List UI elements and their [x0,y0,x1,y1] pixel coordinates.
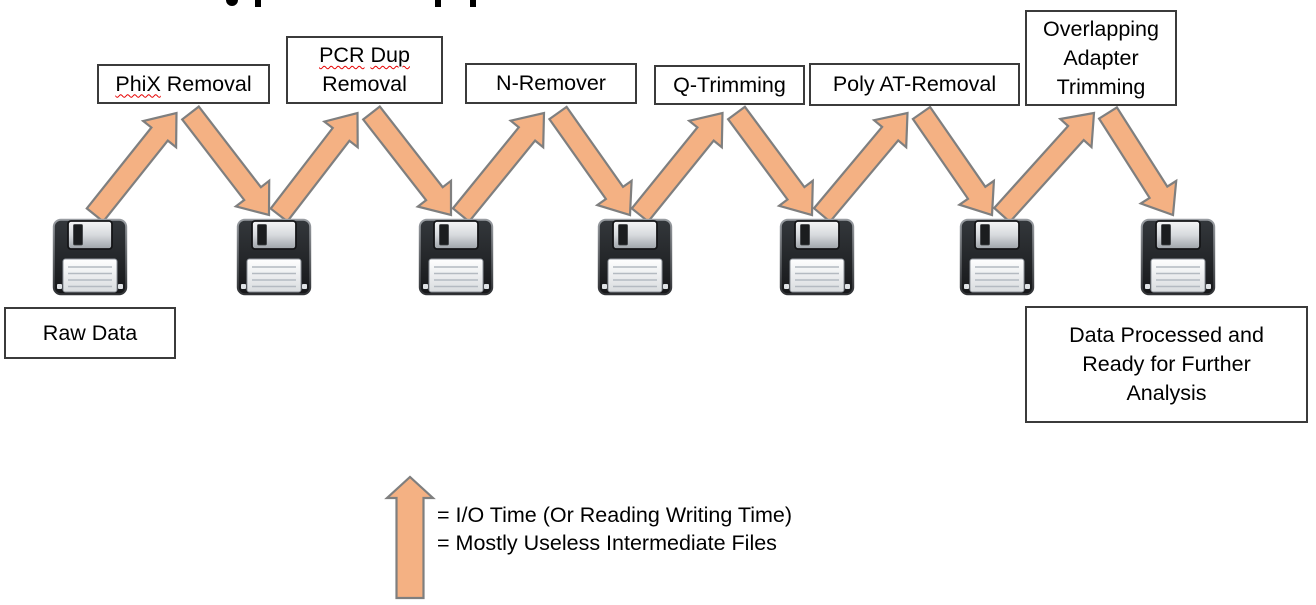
floppy-disk-icon-6 [959,218,1035,296]
stage-box-n-remover: N-Remover [465,63,637,104]
title-descender-fragment [255,0,261,7]
stage-box-label-line: PhiX Removal [115,71,252,96]
io-arrow-up-0 [85,111,178,224]
io-arrows [85,104,1178,600]
io-arrow-down-2 [547,105,633,217]
title-descender-fragment [435,0,441,7]
floppy-disk-icon-3 [418,218,494,296]
io-arrow-up-1 [269,111,359,223]
io-arrow-down-0 [180,105,271,217]
stage-box-label-line: Overlapping [1043,16,1159,41]
raw-data-box: Raw Data [4,307,176,359]
legend: = I/O Time (Or Reading Writing Time) = M… [437,502,792,557]
stage-box-poly-at-removal: Poly AT-Removal [809,63,1020,106]
stage-box-label-line: Poly AT-Removal [832,72,997,96]
floppy-disk-icon-5 [779,218,855,296]
legend-line-useless-files: = Mostly Useless Intermediate Files [437,530,777,555]
floppy-disk-icon-4 [597,218,673,296]
io-arrow-down-5 [1097,105,1178,217]
misspelled-word: PCR [319,43,365,67]
legend-line-io-time: = I/O Time (Or Reading Writing Time) [437,503,793,527]
floppy-disk-icon-7 [1140,218,1216,296]
io-arrow-down-3 [726,105,814,217]
io-arrow-up-4 [812,111,909,224]
stage-box-phix-removal: PhiX Removal [97,64,270,104]
title-descender-fragment [226,0,238,6]
misspelled-word: Dup [370,43,410,67]
misspelled-word: PhiX [115,71,161,96]
stage-box-label-line: Q-Trimming [673,72,786,97]
stage-box-label-line: Removal [322,72,407,96]
io-arrow-up-3 [630,111,724,224]
processed-data-label: Data Processed and Ready for Further Ana… [1069,323,1264,405]
stage-box-label-line: Trimming [1056,74,1146,99]
raw-data-label: Raw Data [42,320,138,345]
stage-box-label-line: N-Remover [496,71,606,95]
io-arrow-up-5 [992,111,1096,224]
stage-box-q-trimming: Q-Trimming [654,65,805,105]
legend-up-arrow-icon [384,475,436,600]
floppy-disk-icon-2 [236,218,312,296]
intermediate-files [52,218,1216,296]
stage-box-label-line: Adapter [1063,45,1139,70]
title-descender-fragment [470,0,476,7]
io-arrow-up-2 [451,111,546,224]
processed-data-box: Data Processed and Ready for Further Ana… [1025,306,1308,423]
io-arrow-down-4 [911,105,996,217]
stage-box-label-line: PCR Dup [319,41,410,70]
io-arrow-down-1 [361,104,453,217]
floppy-disk-icon-1 [52,218,128,296]
